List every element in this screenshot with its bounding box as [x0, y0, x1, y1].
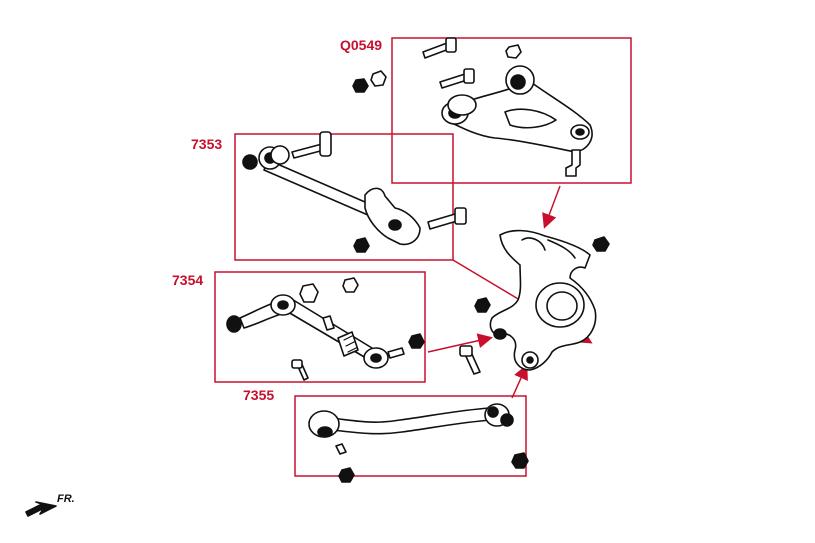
lower-control-arm — [308, 403, 529, 483]
leader-toe-arm — [427, 333, 493, 353]
arrow-left-down-icon — [25, 501, 57, 517]
label-trailing-arm: 7353 — [191, 136, 223, 152]
leader-upper-arm — [542, 185, 561, 229]
label-toe-arm: 7354 — [172, 272, 204, 288]
box-lower-arm — [294, 395, 527, 477]
trailing-arm — [242, 131, 467, 253]
knuckle — [459, 229, 610, 375]
toe-arm — [226, 277, 425, 381]
nut — [370, 70, 387, 87]
label-lower-arm: 7355 — [243, 387, 275, 403]
upper-control-arm — [422, 37, 593, 177]
box-toe-arm — [214, 271, 426, 383]
leader-lower-arm — [511, 364, 528, 399]
box-trailing-arm — [234, 133, 454, 261]
nut — [352, 78, 369, 93]
box-upper-arm — [391, 37, 632, 184]
label-front: FR. — [57, 493, 75, 505]
label-upper-arm: Q0549 — [340, 37, 383, 53]
